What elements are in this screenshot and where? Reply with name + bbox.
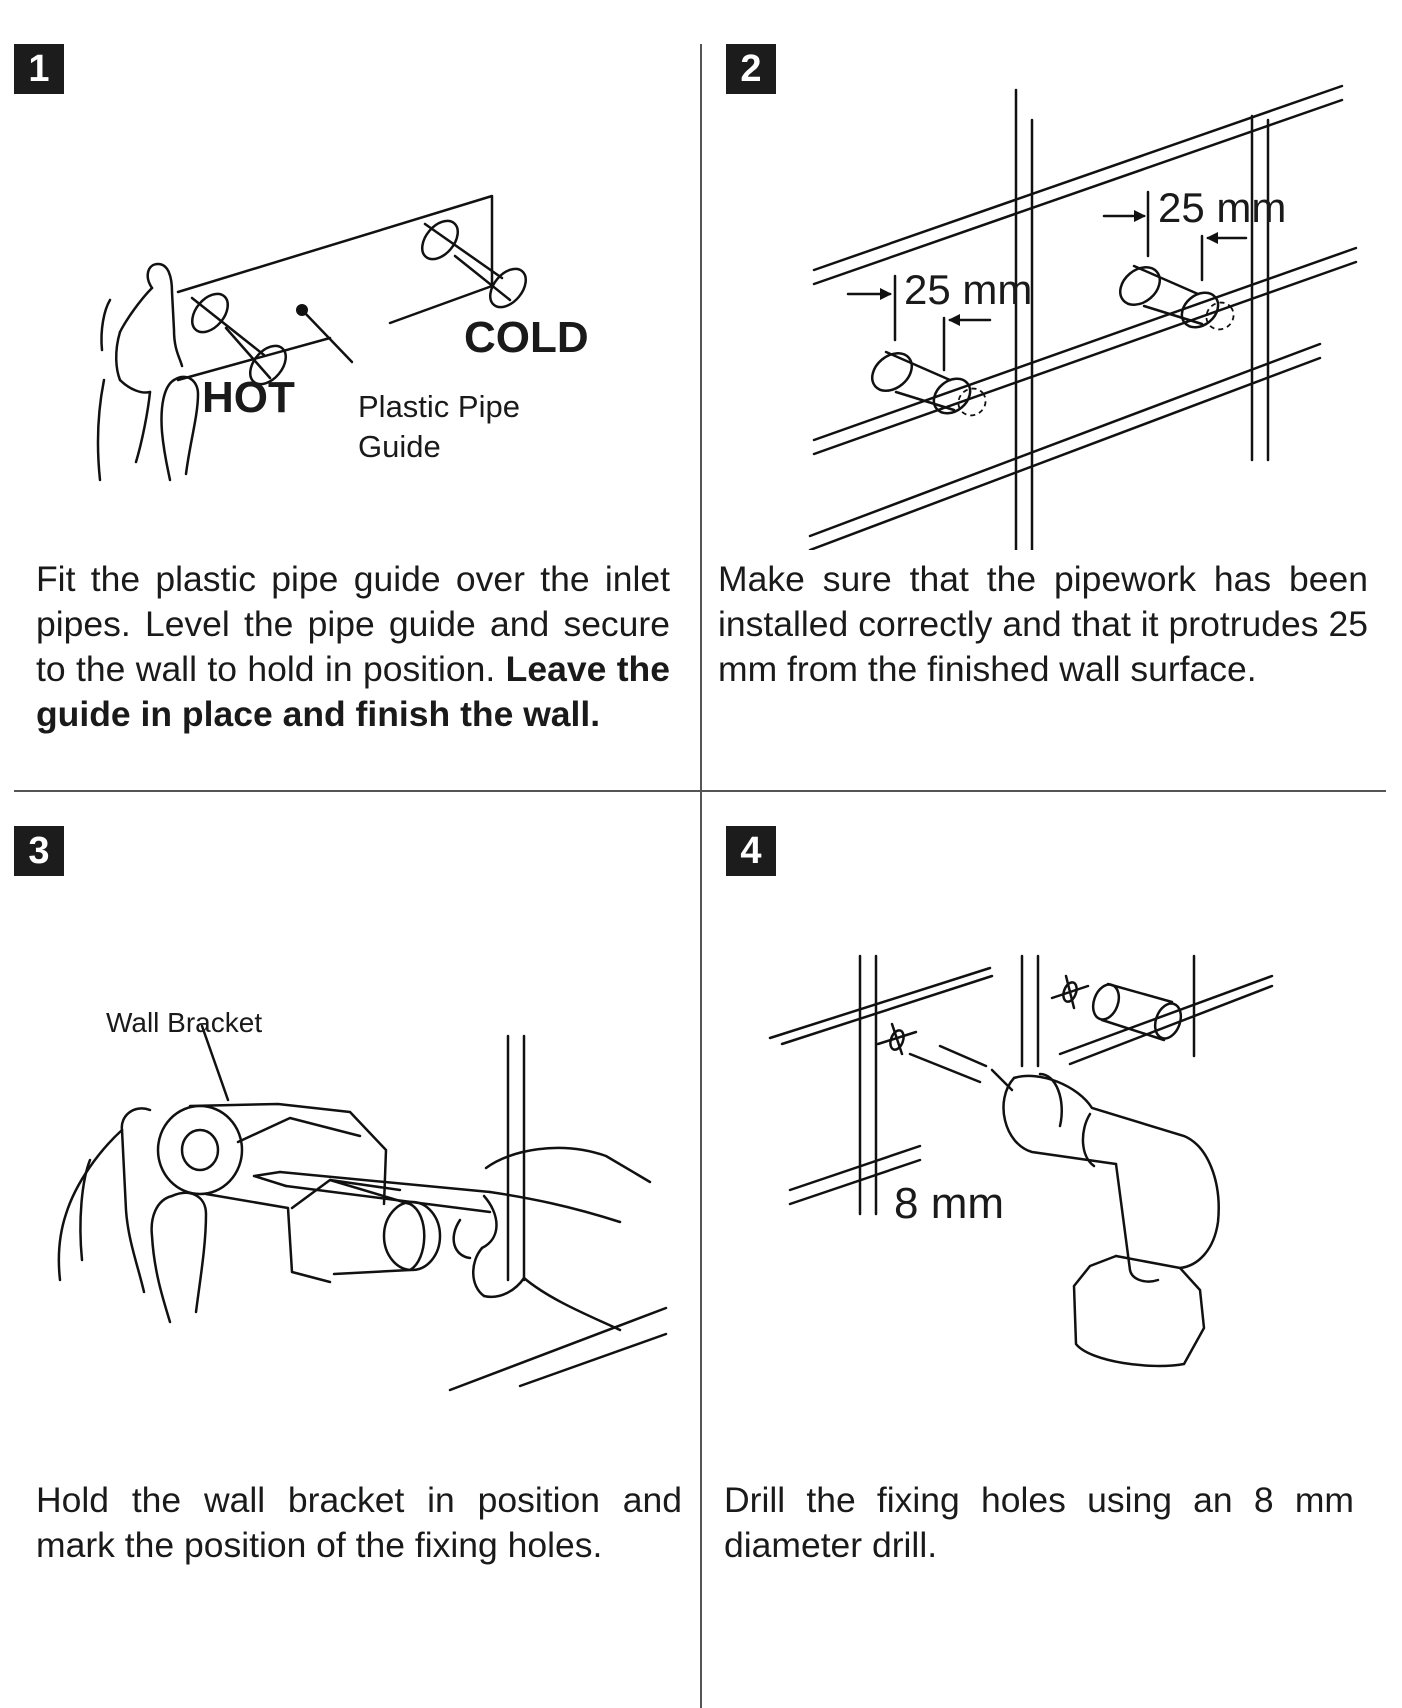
step-4-badge: 4 [726,826,776,876]
horizontal-divider [14,790,1386,792]
step-1-badge: 1 [14,44,64,94]
step-1-illustration: HOT COLD Plastic Pipe Guide [96,194,589,482]
step-3-caption: Hold the wall bracket in position and ma… [36,1480,682,1565]
step-2-illustration: 25 mm 25 mm [808,84,1358,550]
hot-label: HOT [202,373,295,422]
step-4-caption: Drill the fixing holes using an 8 mm dia… [724,1480,1354,1565]
step-2-dimension-left: 25 mm [904,266,1032,313]
step-3-badge: 3 [14,826,64,876]
drill-size-label: 8 mm [894,1179,1004,1228]
wall-bracket-label: Wall Bracket [106,1007,262,1038]
step-3-illustration: Wall Bracket [57,1007,668,1392]
pipe-guide-label-line1: Plastic Pipe [358,389,520,424]
step-2-badge: 2 [726,44,776,94]
step-1-caption: Fit the plastic pipe guide over the inle… [36,557,670,737]
step-2-caption: Make sure that the pipework has been ins… [718,559,1368,689]
cold-label: COLD [464,313,589,362]
step-1-caption-bold: Leave the guide in place and finish the … [36,649,670,734]
step-1-caption-text: Fit the plastic pipe guide over the inle… [36,559,670,689]
step-4-illustration: 8 mm [768,954,1274,1368]
step-2-dimension-right: 25 mm [1158,184,1286,231]
pipe-guide-label-line2: Guide [358,429,441,464]
vertical-divider [700,44,702,1708]
